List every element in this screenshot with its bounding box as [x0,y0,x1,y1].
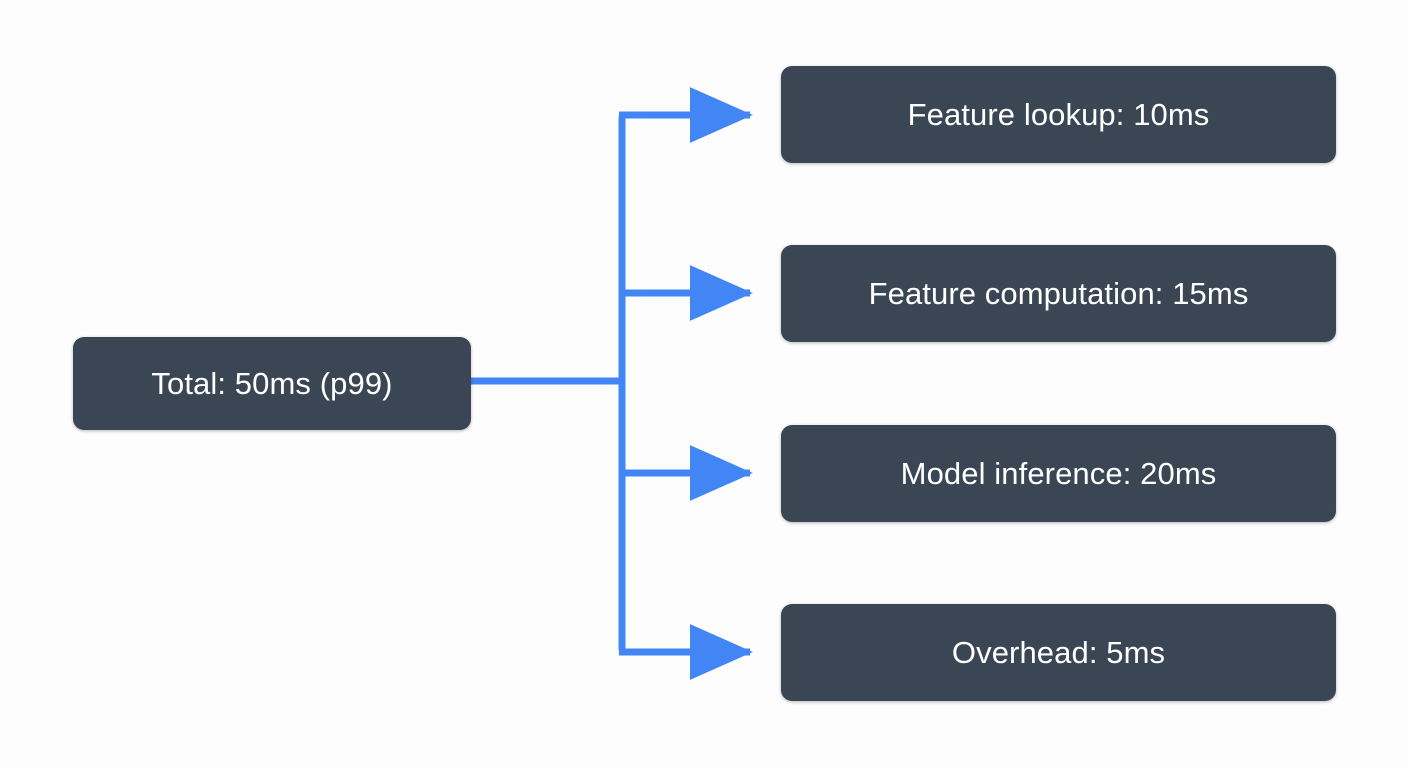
node-overhead-label: Overhead: 5ms [951,635,1166,670]
node-feature-computation-label: Feature computation: 15ms [868,276,1249,311]
node-total-label: Total: 50ms (p99) [151,366,393,401]
node-model-inference-label: Model inference: 20ms [900,456,1217,491]
node-feature-lookup-label: Feature lookup: 10ms [907,97,1210,132]
node-feature-computation[interactable]: Feature computation: 15ms [781,245,1336,342]
node-total[interactable]: Total: 50ms (p99) [73,337,471,430]
node-feature-lookup[interactable]: Feature lookup: 10ms [781,66,1336,163]
node-model-inference[interactable]: Model inference: 20ms [781,425,1336,522]
node-overhead[interactable]: Overhead: 5ms [781,604,1336,701]
